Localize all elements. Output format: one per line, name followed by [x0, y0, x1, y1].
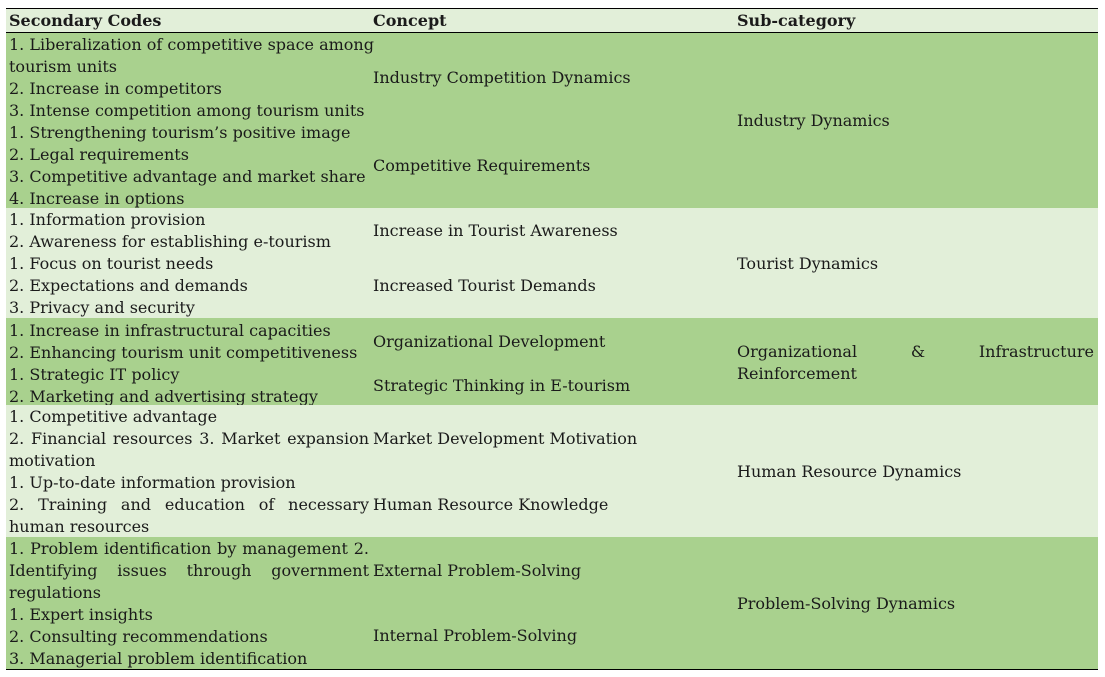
secondary-codes-cell: 1. Increase in infrastructural capacitie…	[9, 320, 369, 408]
concept-cell: Human Resource Knowledge	[373, 495, 609, 514]
sub-category-cell: Human Resource Dynamics	[737, 462, 962, 481]
concept-cell: Strategic Thinking in E-tourism	[373, 376, 631, 395]
code-line: 1. Strengthening tourism’s positive imag…	[9, 123, 351, 142]
code-line: 1. Increase in infrastructural capacitie…	[9, 321, 331, 340]
table-row-group: 1. Increase in infrastructural capacitie…	[6, 318, 1098, 408]
codes-table: Secondary Codes Concept Sub-category 1. …	[6, 8, 1098, 670]
code-line: regulations	[9, 583, 102, 602]
code-line: 2. Training and education of necessary	[9, 495, 369, 514]
sub-category-line: Organizational & Infrastructure	[737, 342, 1094, 361]
table-row-group: 1. Liberalization of competitive space a…	[6, 33, 1098, 208]
code-line: 3. Intense competition among tourism uni…	[9, 101, 365, 120]
code-line: 1. Liberalization of competitive space a…	[9, 35, 374, 54]
code-line: 2. Financial resources 3. Market expansi…	[9, 429, 369, 448]
secondary-codes-cell: 1. Information provision 2. Awareness fo…	[9, 209, 369, 319]
code-line: 3. Competitive advantage and market shar…	[9, 167, 366, 186]
table-row-group: 1. Problem identification by management …	[6, 537, 1098, 669]
code-line: tourism units	[9, 57, 117, 76]
header-sub-category: Sub-category	[737, 11, 856, 30]
code-line: 3. Managerial problem identification	[9, 649, 308, 668]
concept-cell: Increase in Tourist Awareness	[373, 221, 618, 240]
code-line: motivation	[9, 451, 96, 470]
secondary-codes-cell: 1. Problem identification by management …	[9, 538, 369, 670]
code-line: 4. Increase in options	[9, 189, 185, 208]
code-line: 2. Marketing and advertising strategy	[9, 387, 318, 406]
code-line: 1. Up-to-date information provision	[9, 473, 296, 492]
sub-category-line: Reinforcement	[737, 364, 857, 383]
code-line: 1. Information provision	[9, 210, 206, 229]
code-line: 2. Legal requirements	[9, 145, 189, 164]
concept-cell: Industry Competition Dynamics	[373, 68, 631, 87]
sub-category-cell: Tourist Dynamics	[737, 254, 879, 273]
code-line: 3. Privacy and security	[9, 298, 195, 317]
header-secondary-codes: Secondary Codes	[9, 11, 162, 30]
concept-cell: Organizational Development	[373, 332, 606, 351]
concept-cell: Market Development Motivation	[373, 429, 638, 448]
code-line: 1. Competitive advantage	[9, 407, 218, 426]
table-row-group: 1. Competitive advantage 2. Financial re…	[6, 405, 1098, 537]
concept-cell: Internal Problem-Solving	[373, 626, 578, 645]
header-concept: Concept	[373, 11, 447, 30]
table-row-group: 1. Information provision 2. Awareness fo…	[6, 208, 1098, 318]
concept-cell: External Problem-Solving	[373, 561, 582, 580]
concept-cell: Increased Tourist Demands	[373, 276, 596, 295]
code-line: 1. Expert insights	[9, 605, 153, 624]
concept-cell: Competitive Requirements	[373, 156, 591, 175]
code-line: 1. Strategic IT policy	[9, 365, 180, 384]
code-line: 2. Awareness for establishing e-tourism	[9, 232, 331, 251]
code-line: 2. Expectations and demands	[9, 276, 248, 295]
code-line: 2. Consulting recommendations	[9, 627, 268, 646]
code-line: 1. Focus on tourist needs	[9, 254, 214, 273]
code-line: Identifying issues through government	[9, 561, 369, 580]
secondary-codes-cell: 1. Liberalization of competitive space a…	[9, 34, 374, 210]
sub-category-cell: Problem-Solving Dynamics	[737, 594, 956, 613]
sub-category-cell: Industry Dynamics	[737, 111, 890, 130]
code-line: 1. Problem identification by management …	[9, 539, 369, 558]
table-header-row: Secondary Codes Concept Sub-category	[6, 9, 1098, 33]
secondary-codes-cell: 1. Competitive advantage 2. Financial re…	[9, 406, 369, 538]
code-line: human resources	[9, 517, 150, 536]
code-line: 2. Increase in competitors	[9, 79, 222, 98]
code-line: 2. Enhancing tourism unit competitivenes…	[9, 343, 358, 362]
sub-category-cell: Organizational & Infrastructure Reinforc…	[737, 341, 1094, 385]
